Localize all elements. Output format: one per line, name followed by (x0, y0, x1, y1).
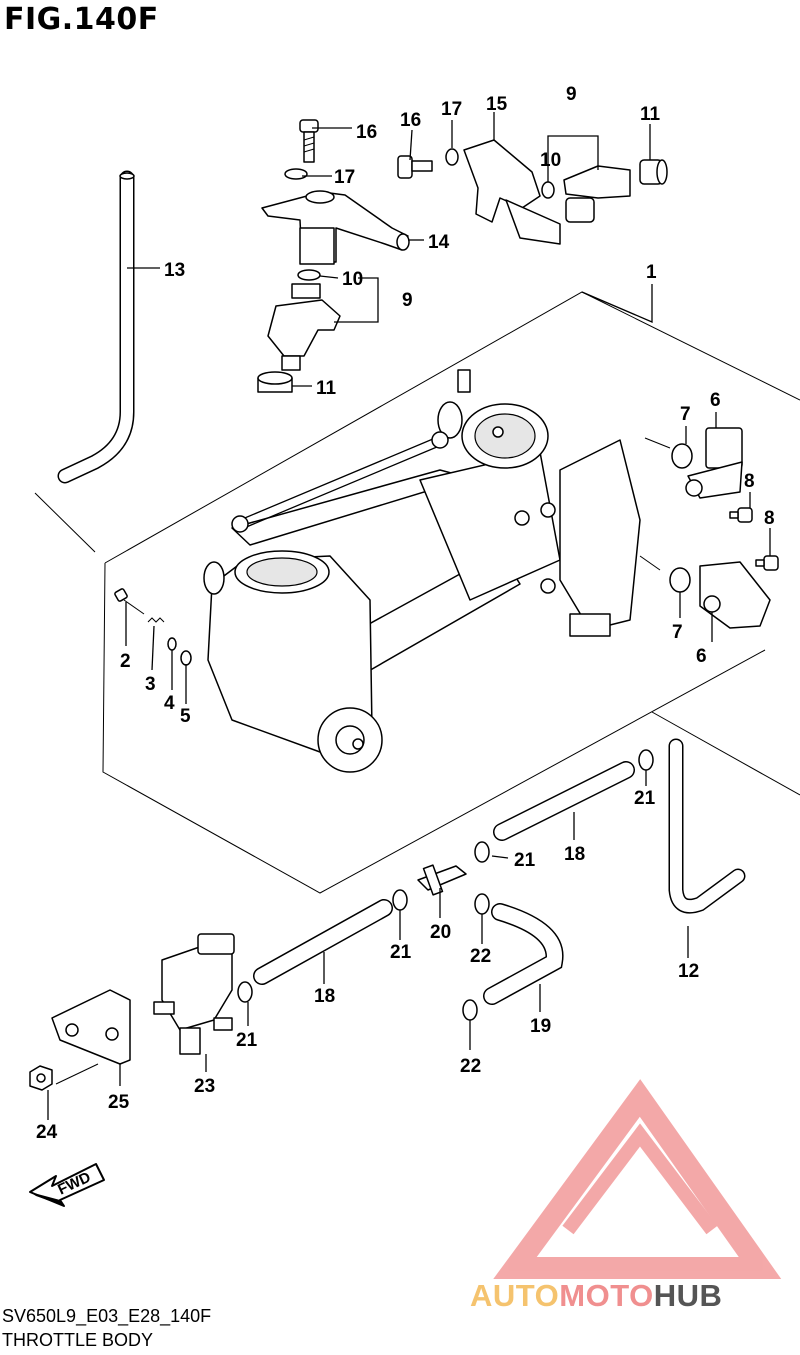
washer-4 (167, 637, 177, 651)
callout-16: 16 (400, 110, 421, 131)
clamp-22-a (474, 893, 490, 915)
leader-lines (47, 112, 771, 1120)
washer-17-left (284, 168, 308, 180)
injector-9-right (563, 165, 631, 223)
valve-23 (153, 933, 235, 1055)
clamp-21-a (638, 749, 654, 771)
hose-19 (483, 903, 564, 1005)
callout-1: 1 (646, 262, 657, 283)
oring-5 (180, 650, 192, 666)
diagram-caption: THROTTLE BODY (2, 1330, 154, 1350)
callout-5: 5 (180, 706, 191, 727)
sensor-6-upper (685, 427, 743, 499)
clamp-21-b (474, 841, 490, 863)
bracket-15 (463, 139, 561, 245)
hose-12 (668, 738, 746, 914)
callout-7: 7 (672, 622, 683, 643)
clamp-21-c (392, 889, 408, 911)
hose-18-lower (253, 899, 393, 985)
callout-8: 8 (764, 508, 775, 529)
callout-16: 16 (356, 122, 377, 143)
callout-21: 21 (236, 1030, 258, 1051)
callout-11: 11 (640, 104, 661, 125)
callout-14: 14 (428, 232, 450, 253)
callout-17: 17 (334, 167, 355, 188)
screw-8-upper (729, 507, 753, 523)
joint-20 (417, 864, 467, 896)
callout-22: 22 (460, 1056, 481, 1077)
callout-21: 21 (634, 788, 656, 809)
callout-18: 18 (314, 986, 335, 1007)
callout-11: 11 (316, 378, 337, 399)
throttle-body-1 (203, 369, 641, 773)
watermark-logo (493, 1079, 782, 1279)
figure-title: FIG.140F (4, 2, 159, 37)
injector-9-left (267, 269, 341, 371)
callout-4: 4 (164, 693, 175, 714)
callout-8: 8 (744, 471, 755, 492)
screw-8-lower (755, 555, 779, 571)
callout-3: 3 (145, 674, 156, 695)
callout-12: 12 (678, 961, 699, 982)
callout-17: 17 (441, 99, 462, 120)
callout-numbers: 16 17 15 9 11 16 17 10 14 13 10 9 11 1 7… (36, 84, 775, 1143)
callout-18: 18 (564, 844, 585, 865)
callout-10: 10 (540, 150, 561, 171)
washer-17-right (445, 148, 459, 166)
callout-23: 23 (194, 1076, 215, 1097)
oring-7-lower (669, 567, 691, 593)
callout-22: 22 (470, 946, 491, 967)
callout-10: 10 (342, 269, 363, 290)
hose-18-upper (493, 761, 635, 841)
callout-9: 9 (566, 84, 577, 105)
clamp-22-b (462, 999, 478, 1021)
watermark-text: AUTOMOTOHUB (470, 1278, 722, 1314)
sensor-6-lower (699, 561, 771, 629)
assembly-outline (34, 291, 800, 894)
oring-10-right (541, 181, 555, 199)
callout-24: 24 (36, 1122, 58, 1143)
callout-15: 15 (486, 94, 508, 115)
callout-21: 21 (514, 850, 536, 871)
diagram-code: SV650L9_E03_E28_140F (2, 1306, 212, 1326)
callout-6: 6 (696, 646, 707, 667)
bolt-16-right (397, 155, 433, 179)
watermark-moto: MOTO (559, 1278, 654, 1313)
fwd-arrow: FWD (29, 1163, 105, 1207)
bracket-25 (51, 989, 131, 1065)
callout-7: 7 (680, 404, 691, 425)
watermark-hub: HUB (653, 1278, 723, 1313)
cushion-11-right (639, 159, 668, 185)
screw-2 (114, 588, 145, 615)
callout-2: 2 (120, 651, 131, 672)
callout-25: 25 (108, 1092, 130, 1113)
delivery-pipe-14 (261, 190, 410, 265)
clamp-21-d (237, 981, 253, 1003)
callout-21: 21 (390, 942, 412, 963)
nut-24 (29, 1065, 53, 1091)
callout-9: 9 (402, 290, 413, 311)
callout-19: 19 (530, 1016, 551, 1037)
watermark-auto: AUTO (470, 1278, 560, 1313)
callout-6: 6 (710, 390, 721, 411)
hose-13 (57, 170, 135, 484)
callout-20: 20 (430, 922, 451, 943)
bolt-16-left (299, 119, 319, 163)
spring-3 (147, 617, 165, 623)
callout-13: 13 (164, 260, 185, 281)
oring-7-upper (671, 443, 693, 469)
cushion-11-left (257, 371, 293, 393)
